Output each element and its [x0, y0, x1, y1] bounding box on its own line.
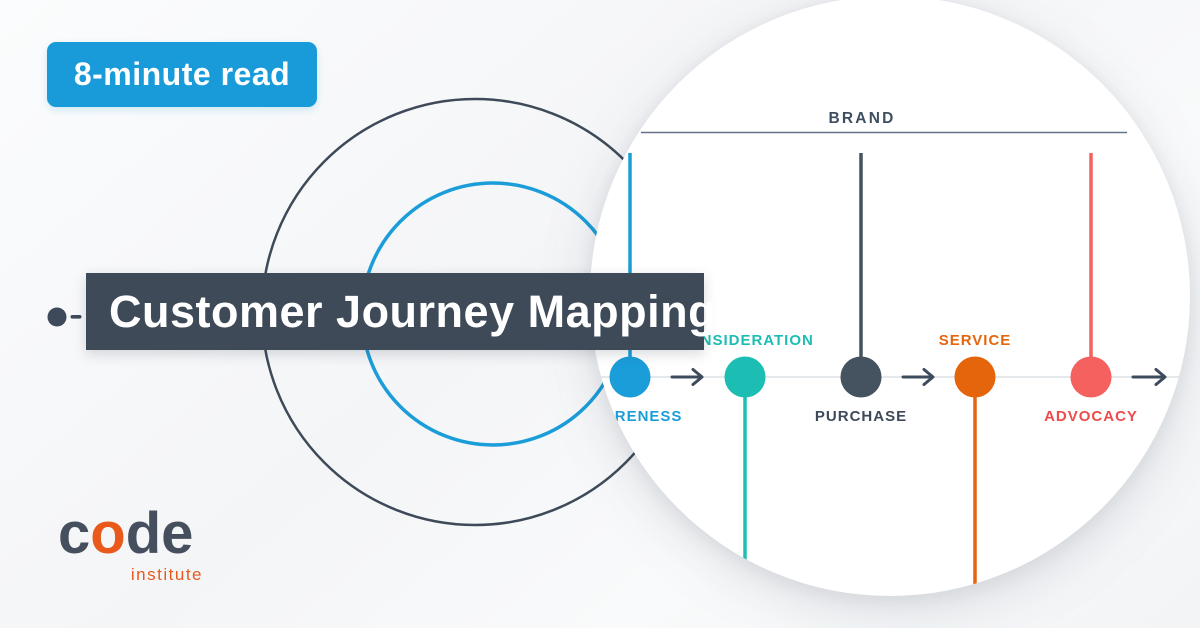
brand-label: BRAND [829, 110, 896, 127]
title-marker-dot [47, 307, 67, 327]
stage-dot-awareness [609, 356, 651, 398]
stage-dot-consideration [724, 356, 766, 398]
arrow-head-after-advocacy [1154, 368, 1167, 386]
logo-letter-o: o [90, 501, 126, 566]
logo-subtitle: institute [130, 565, 203, 584]
read-time-badge: 8-minute read [47, 42, 317, 107]
logo-letter-e: e [161, 501, 194, 566]
arrow-head-after-awareness [691, 368, 704, 386]
page-title: Customer Journey Mapping [109, 286, 717, 337]
title-marker-dash [70, 315, 82, 319]
logo-letter-d: d [125, 501, 162, 566]
stage-label-consideration: CONSIDERATION [676, 332, 814, 349]
stage-label-awareness: AWARENESS [578, 408, 683, 425]
stage-label-service: SERVICE [939, 332, 1012, 349]
journey-arrows [670, 368, 1167, 386]
stage-label-advocacy: ADVOCACY [1044, 408, 1138, 425]
title-banner: Customer Journey Mapping [86, 273, 717, 350]
magnifier-lens-circle [590, 0, 1190, 596]
logo-letter-c: c [58, 501, 91, 566]
stage-dot-service [954, 356, 996, 398]
read-time-label: 8-minute read [73, 56, 291, 92]
title-marker [47, 307, 82, 327]
code-institute-logo: code institute [58, 505, 203, 585]
stage-dot-purchase [840, 356, 882, 398]
stage-label-purchase: PURCHASE [815, 408, 907, 425]
stage-dot-advocacy [1070, 356, 1112, 398]
arrow-head-after-purchase [922, 368, 935, 386]
logo-wordmark: code [58, 505, 203, 563]
